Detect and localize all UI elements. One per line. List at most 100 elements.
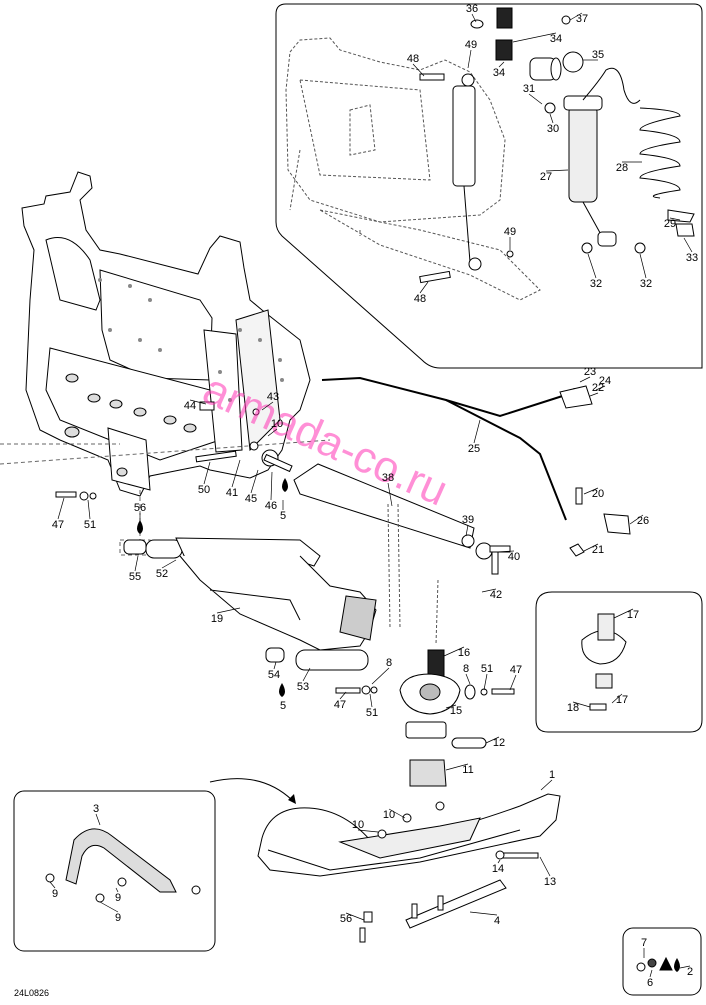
part-callout-53: 53 [297,681,309,693]
ski-bolt-parts [636,956,673,972]
leader-line-2 [679,965,691,969]
leader-line-14 [497,859,501,864]
part-callout-14: 14 [492,863,504,875]
leader-line-13 [539,856,551,877]
leader-line-48 [412,63,425,77]
part-callout-38: 38 [382,472,394,484]
part-callout-29: 29 [664,218,676,230]
part-callout-1: 1 [549,769,555,781]
part-callout-43: 43 [267,391,279,403]
leader-line-39 [465,524,469,537]
shock-spring [639,107,681,199]
part-callout-32: 32 [590,278,602,290]
part-callout-22: 22 [592,382,604,394]
part-callout-26: 26 [637,515,649,527]
frame-reference-dashed [285,37,541,301]
leader-line-8 [465,673,471,685]
ski-bolt-inset-frame [622,927,702,996]
shock-absorber [452,67,641,271]
radius-rod [293,463,511,575]
leader-line-37 [569,12,583,21]
leader-line-26 [629,514,644,525]
leader-line-1 [540,779,553,791]
ski-pointer-arrowhead [288,794,296,804]
leader-line-25 [473,419,481,444]
leader-line-4 [469,911,498,916]
part-callout-39: 39 [462,514,474,526]
leader-line-24 [595,385,606,391]
part-callout-15: 15 [450,705,462,717]
leader-line-51 [483,673,488,691]
leader-line-40 [495,550,515,553]
part-callout-4: 4 [494,915,500,927]
loctite-drop-icons [137,478,680,972]
part-callout-37: 37 [576,13,588,25]
part-callout-41: 41 [226,487,238,499]
part-callout-17: 17 [616,694,628,706]
part-callout-7: 7 [641,937,647,949]
part-callout-33: 33 [686,252,698,264]
leader-line-17 [611,693,623,704]
part-callout-18: 18 [567,702,579,714]
part-callout-8: 8 [463,663,469,675]
part-callout-48: 48 [407,53,419,65]
part-callout-6: 6 [647,977,653,989]
part-callout-56: 56 [340,913,352,925]
part-callout-44: 44 [184,400,196,412]
part-callout-10: 10 [383,809,395,821]
part-callout-34: 34 [493,67,505,79]
part-callout-20: 20 [592,488,604,500]
leader-line-46 [270,471,273,501]
part-callout-28: 28 [616,162,628,174]
part-callout-8: 8 [386,657,392,669]
leader-line-41 [231,459,241,488]
leader-line-56 [345,912,365,921]
part-callout-48: 48 [414,293,426,305]
part-callout-23: 23 [584,366,596,378]
leader-line-34 [498,61,505,68]
ski-handle-inset-frame [13,790,216,952]
leader-line-42 [481,588,497,593]
part-callout-52: 52 [156,568,168,580]
leader-line-47 [339,691,347,700]
part-callout-51: 51 [481,663,493,675]
reservoir [529,57,562,81]
ski [257,793,561,943]
part-callout-50: 50 [198,484,210,496]
part-callout-17: 17 [627,609,639,621]
frame-holes [64,373,197,477]
part-callout-32: 32 [640,278,652,290]
leader-line-47 [509,674,517,691]
drawing-reference-code: 24L0826 [14,988,49,998]
part-callout-54: 54 [268,669,280,681]
leader-line-34 [512,32,557,43]
ski-pointer-arrow [209,778,293,801]
leader-line-9 [115,887,119,893]
leader-line-27 [545,169,569,172]
part-callout-21: 21 [592,544,604,556]
part-callout-5: 5 [280,700,286,712]
part-callout-34: 34 [550,33,562,45]
leader-line-23 [579,376,591,383]
leader-line-29 [669,217,681,221]
leader-line-20 [583,487,599,495]
spindle-bushing-inset-frame [535,591,703,733]
part-callout-47: 47 [52,519,64,531]
leader-line-32 [587,253,597,279]
leader-line-44 [189,399,207,405]
leader-line-16 [443,646,465,657]
leader-line-12 [485,736,500,744]
part-callout-31: 31 [523,83,535,95]
part-callout-36: 36 [466,3,478,15]
part-callout-51: 51 [366,707,378,719]
part-callout-40: 40 [508,551,520,563]
leader-line-48 [419,281,429,294]
radius-rod-dashed [387,503,439,645]
leader-line-22 [589,392,599,397]
leader-line-43 [261,401,274,411]
ski-handle [45,828,201,903]
leader-line-54 [273,661,277,670]
leader-line-30 [549,113,554,124]
